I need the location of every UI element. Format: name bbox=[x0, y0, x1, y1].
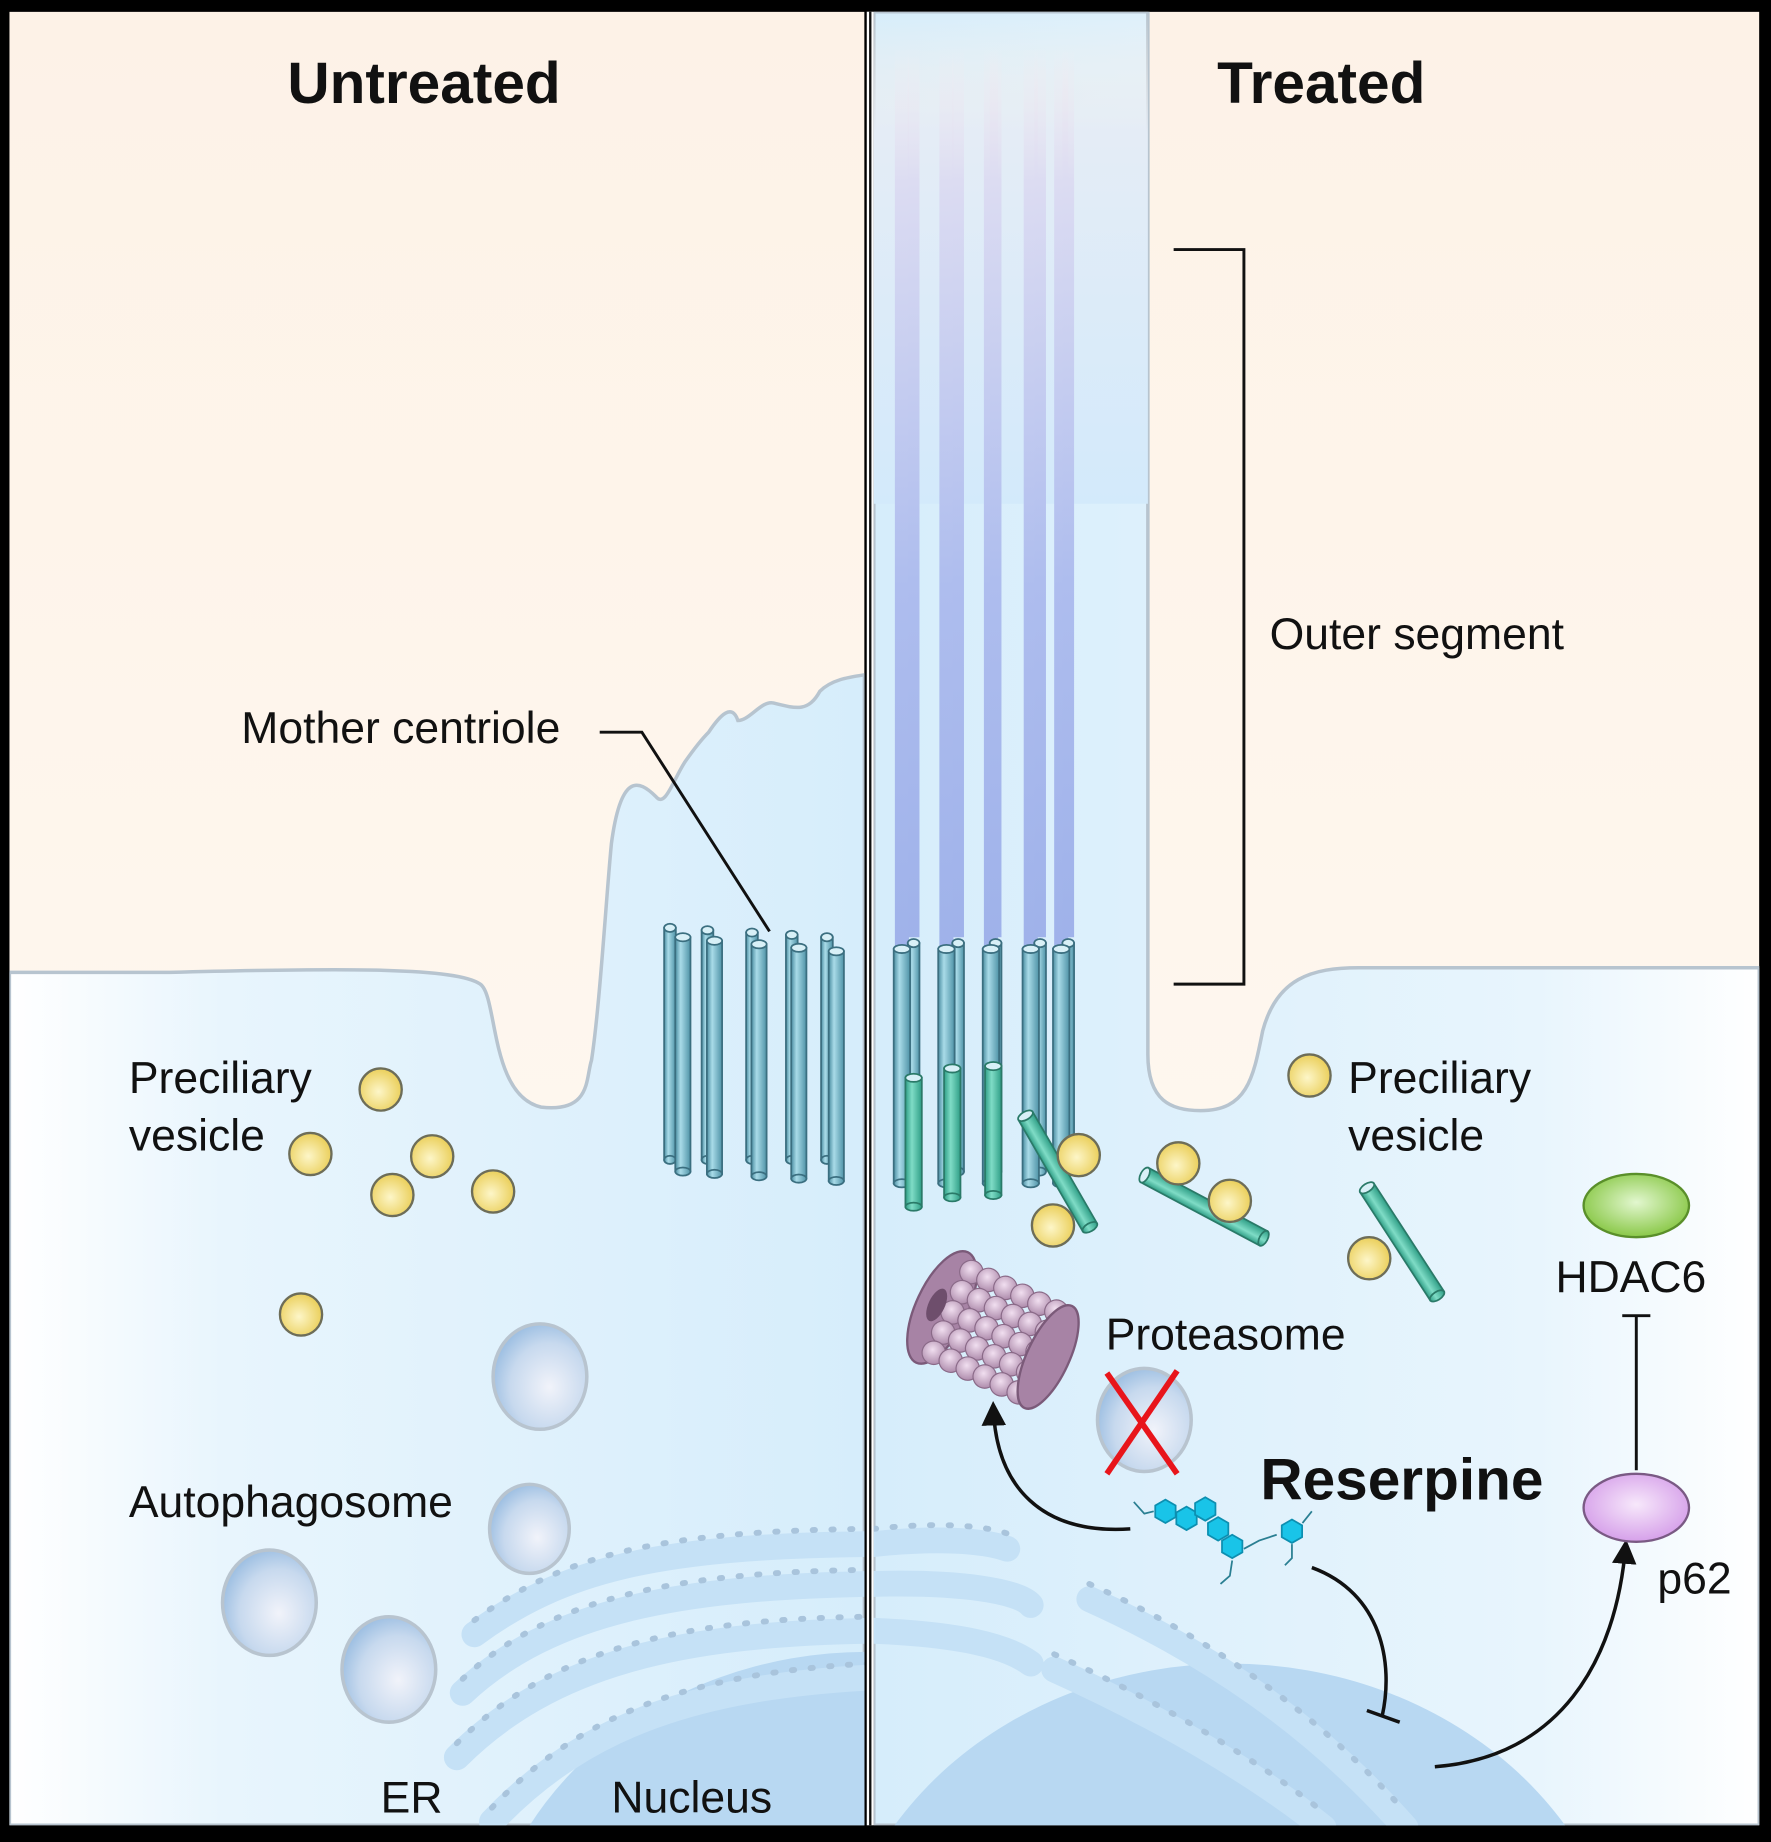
er-ribosomes bbox=[453, 1525, 865, 1811]
axoneme-tubule bbox=[907, 46, 920, 938]
microtubule bbox=[1358, 1181, 1446, 1303]
axoneme-tubule bbox=[894, 46, 909, 949]
endoplasmic-reticulum bbox=[443, 1531, 865, 1826]
preciliary-vesicle bbox=[370, 1172, 415, 1218]
label-outer-segment: Outer segment bbox=[1270, 610, 1565, 659]
label-mother-centriole: Mother centriole bbox=[241, 704, 560, 753]
axoneme-tubule bbox=[989, 46, 1002, 938]
microtubule bbox=[790, 942, 808, 1184]
label-reserpine: Reserpine bbox=[1260, 1448, 1543, 1513]
arrow-reserpine-to-proteasome bbox=[981, 1400, 1131, 1532]
molecule-bond bbox=[1133, 1501, 1154, 1515]
p62-protein bbox=[1582, 1472, 1691, 1543]
microtubule bbox=[674, 932, 692, 1177]
cell-membrane bbox=[9, 673, 865, 1826]
autophagosome bbox=[340, 1614, 438, 1724]
microtubule bbox=[750, 939, 768, 1182]
arrow-er-to-p62 bbox=[1434, 1539, 1637, 1769]
preciliary-vesicle bbox=[358, 1067, 403, 1112]
label-nucleus: Nucleus bbox=[611, 1773, 772, 1822]
panel-title-treated: Treated bbox=[1217, 51, 1425, 116]
microtubule bbox=[705, 935, 723, 1179]
free-microtubule bbox=[943, 1063, 962, 1203]
outer-segment-axoneme bbox=[894, 46, 1075, 949]
panel-untreated: Untreated Mother centriole Preciliary ve… bbox=[9, 11, 865, 1826]
autophagosomes bbox=[220, 1322, 589, 1724]
preciliary-vesicle bbox=[1056, 1132, 1102, 1178]
preciliary-vesicle bbox=[1207, 1178, 1253, 1224]
preciliary-vesicle bbox=[409, 1134, 455, 1179]
preciliary-vesicle bbox=[1156, 1141, 1201, 1186]
microtubule bbox=[663, 922, 677, 1165]
panel-title-untreated: Untreated bbox=[287, 51, 560, 116]
free-microtubule bbox=[1358, 1181, 1446, 1303]
inhibit-reserpine-to-er bbox=[1311, 1565, 1388, 1717]
autophagosome bbox=[220, 1548, 319, 1658]
mother-centriole bbox=[663, 922, 845, 1186]
label-preciliary-line2: vesicle bbox=[129, 1111, 265, 1160]
molecule-ring bbox=[1194, 1496, 1217, 1522]
molecule-bond bbox=[1284, 1544, 1293, 1566]
panel-treated: Treated Outer segment Preciliary vesicle… bbox=[873, 11, 1760, 1826]
molecule-bond bbox=[1219, 1560, 1234, 1585]
preciliary-vesicle bbox=[1030, 1203, 1076, 1248]
axoneme-tubule bbox=[1034, 46, 1046, 938]
preciliary-vesicle bbox=[470, 1169, 516, 1214]
label-preciliary-line2: vesicle bbox=[1348, 1111, 1484, 1160]
label-preciliary-line1: Preciliary bbox=[1348, 1054, 1532, 1103]
molecule-bond bbox=[1301, 1510, 1313, 1524]
molecule-ring bbox=[1154, 1498, 1177, 1525]
free-microtubules bbox=[904, 1061, 1446, 1303]
nucleus bbox=[894, 1663, 1565, 1826]
label-p62: p62 bbox=[1657, 1554, 1731, 1603]
label-proteasome: Proteasome bbox=[1106, 1311, 1346, 1360]
preciliary-vesicles bbox=[278, 1067, 516, 1337]
molecule-ring bbox=[1175, 1505, 1198, 1532]
autophagosome-blocked bbox=[1095, 1366, 1193, 1476]
molecule-ring bbox=[1280, 1518, 1304, 1544]
axoneme-tubule bbox=[952, 46, 964, 938]
outer-segment-bracket bbox=[1173, 248, 1246, 986]
molecule-ring bbox=[1221, 1533, 1244, 1560]
label-hdac6: HDAC6 bbox=[1555, 1253, 1706, 1302]
molecule-bond bbox=[1243, 1533, 1277, 1550]
reserpine-molecule-icon bbox=[1133, 1496, 1313, 1585]
free-microtubule bbox=[904, 1072, 923, 1212]
endoplasmic-reticulum bbox=[873, 1527, 1419, 1826]
autophagosome bbox=[491, 1322, 589, 1432]
autophagosome bbox=[487, 1482, 572, 1576]
leader-line-mother-centriole bbox=[599, 730, 771, 933]
hdac6-protein bbox=[1582, 1172, 1691, 1239]
preciliary-vesicle bbox=[288, 1131, 333, 1177]
microtubule bbox=[827, 946, 845, 1186]
proteasome bbox=[906, 1249, 1080, 1410]
preciliary-vesicle bbox=[278, 1292, 324, 1337]
preciliary-vesicles bbox=[1030, 1053, 1392, 1281]
er-ribosomes bbox=[873, 1522, 1409, 1816]
label-preciliary-line1: Preciliary bbox=[129, 1054, 313, 1103]
axoneme-tubule bbox=[1062, 46, 1075, 938]
preciliary-vesicle bbox=[1346, 1235, 1392, 1281]
molecule-ring bbox=[1207, 1516, 1230, 1542]
axoneme-tubule bbox=[939, 46, 954, 949]
microtubule bbox=[1052, 943, 1071, 1189]
label-er: ER bbox=[381, 1773, 443, 1822]
preciliary-vesicle bbox=[1287, 1053, 1332, 1098]
free-microtubule bbox=[984, 1061, 1003, 1200]
label-autophagosome: Autophagosome bbox=[129, 1478, 453, 1527]
